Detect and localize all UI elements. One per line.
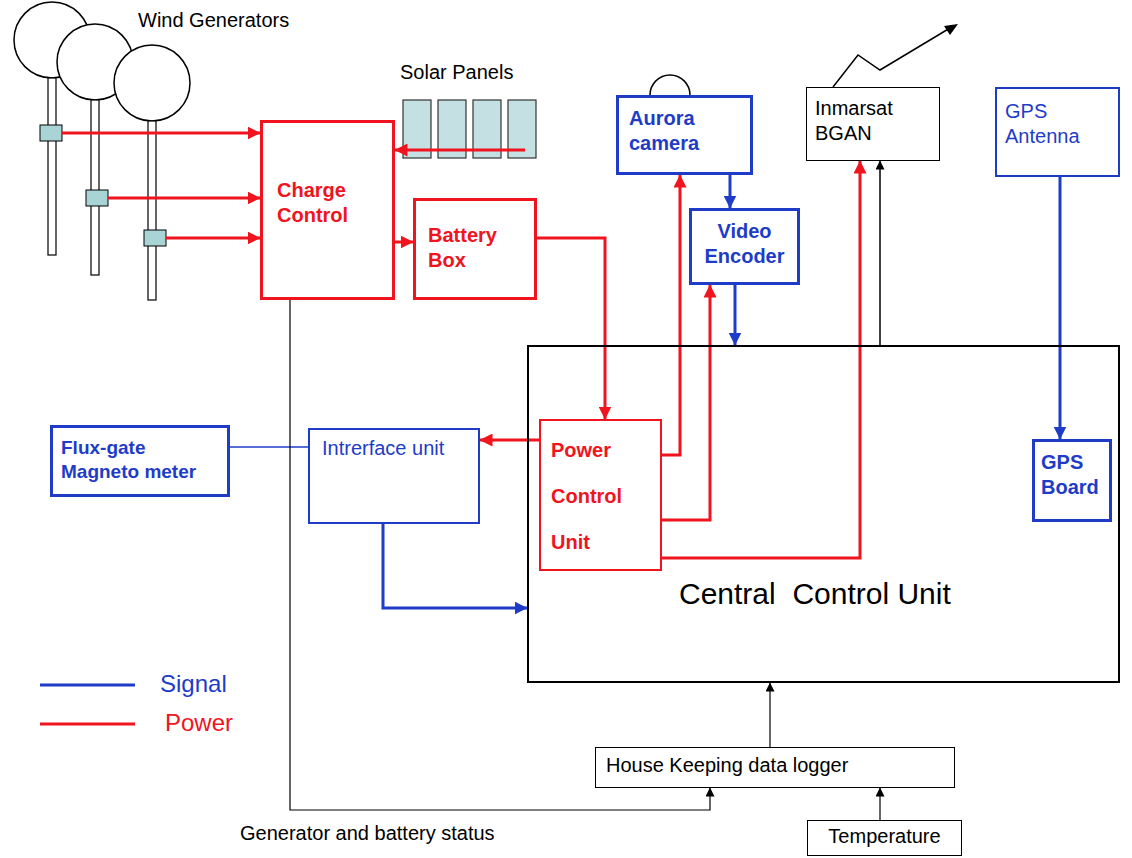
node-label: Intrerface unit bbox=[322, 436, 472, 461]
node-label: Video Encoder bbox=[698, 219, 791, 269]
node-label: Temperature bbox=[812, 824, 957, 849]
pole bbox=[148, 121, 156, 300]
node-label: Charge Control bbox=[277, 178, 384, 228]
node-label: House Keeping data logger bbox=[606, 753, 948, 778]
generator-box bbox=[86, 190, 108, 206]
antenna-signal bbox=[833, 28, 950, 87]
solar-panels: Solar Panels bbox=[398, 58, 550, 160]
charge-control: Charge Control bbox=[260, 120, 395, 300]
pole bbox=[91, 100, 99, 275]
node-label: Battery Box bbox=[428, 223, 526, 273]
temperature-sensor: Temperature bbox=[807, 820, 962, 856]
connector bbox=[662, 161, 860, 558]
legend-sample bbox=[40, 723, 135, 726]
generator-box bbox=[40, 125, 62, 141]
connector bbox=[729, 175, 732, 208]
central-control-unit: Central Control Unit Power Control Unit GP… bbox=[527, 345, 1120, 683]
generator-box bbox=[144, 230, 166, 246]
connector bbox=[769, 683, 770, 747]
rotor bbox=[114, 45, 190, 121]
node-label: Solar Panels bbox=[400, 60, 513, 85]
gps-antenna: GPS Antenna bbox=[995, 87, 1120, 177]
connector bbox=[480, 439, 539, 442]
wind-generators: Wind Generators bbox=[10, 0, 250, 305]
node-label: Aurora camera bbox=[629, 106, 742, 156]
connector bbox=[395, 149, 525, 152]
node-label: GPS Antenna bbox=[1005, 99, 1112, 149]
connector bbox=[62, 132, 260, 135]
battery-box: Battery Box bbox=[413, 198, 537, 300]
video-encoder: Video Encoder bbox=[689, 208, 800, 285]
connector bbox=[1059, 177, 1062, 439]
legend-text: Signal bbox=[160, 670, 227, 698]
node-label: Inmarsat BGAN bbox=[815, 96, 933, 146]
connector bbox=[662, 285, 710, 520]
pole bbox=[48, 78, 56, 255]
legend-text: Power bbox=[165, 709, 233, 737]
connector bbox=[108, 197, 260, 200]
bgan-terminal: Inmarsat BGAN bbox=[806, 87, 940, 161]
node-label: GPS Board bbox=[1041, 450, 1105, 500]
connector bbox=[734, 285, 737, 345]
connector bbox=[879, 788, 880, 820]
connector bbox=[662, 175, 680, 455]
connector bbox=[395, 241, 413, 244]
housekeeping-logger: House Keeping data logger bbox=[595, 747, 955, 788]
connector bbox=[537, 238, 605, 419]
magnetometer: Flux-gate Magneto meter bbox=[50, 425, 230, 497]
connector bbox=[879, 161, 881, 345]
aurora-camera: Aurora camera bbox=[616, 95, 753, 175]
interface-unit: Intrerface unit bbox=[308, 428, 480, 524]
node-label: Wind Generators bbox=[138, 8, 289, 33]
legend-sample bbox=[40, 684, 135, 687]
connector bbox=[230, 446, 308, 448]
node-label: Flux-gate Magneto meter bbox=[61, 436, 221, 484]
connector bbox=[383, 524, 527, 608]
connector bbox=[290, 300, 710, 810]
antenna-signal-head bbox=[944, 24, 958, 35]
node-label: Central Control Unit bbox=[679, 575, 951, 613]
power-control-unit: Power Control Unit bbox=[539, 419, 662, 571]
connector bbox=[166, 237, 260, 240]
edge-label: Generator and battery status bbox=[240, 822, 495, 845]
gps-board: GPS Board bbox=[1032, 439, 1112, 522]
node-label: Power Control Unit bbox=[551, 427, 654, 565]
camera-dome bbox=[650, 75, 690, 95]
